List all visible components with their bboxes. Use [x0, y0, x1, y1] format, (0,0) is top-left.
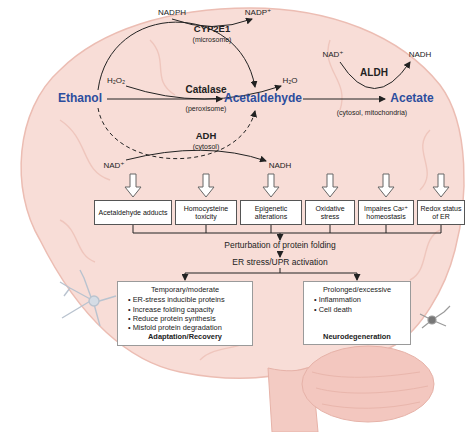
label: Ethanol — [58, 92, 102, 105]
node-text: • Inflammation — [310, 295, 404, 304]
label: H₂O₂ — [107, 77, 125, 86]
brain-sulci — [60, 40, 440, 360]
effect-box: Acetaldehyde adducts — [94, 200, 172, 225]
node-text: Adaptation/Recovery — [124, 332, 246, 341]
neuron-body — [89, 296, 99, 306]
neuron-damaged — [420, 306, 450, 328]
node-text: Redox status of ER — [420, 205, 462, 221]
node-text: Acetaldehyde adducts — [99, 209, 168, 217]
cerebellum — [302, 346, 434, 422]
label: NAD⁺ — [103, 162, 124, 171]
hollow-arrow — [198, 174, 214, 197]
label: CYP2E1 — [194, 24, 230, 34]
node-text: Homocysteine toxicity — [178, 205, 234, 221]
cofactor-arc — [340, 62, 410, 89]
node-text: • Increase folding capacity — [124, 305, 246, 314]
label: NADP⁺ — [245, 9, 271, 18]
cerebellum-folds — [312, 372, 428, 408]
brain-cerebrum — [21, 8, 464, 379]
node-text: Prolonged/excessive — [310, 285, 404, 294]
node-text: • Misfold protein degradation — [124, 323, 246, 332]
label: (peroxisome) — [186, 105, 227, 113]
node-text: Impaires Ca²⁺ homeostasis — [361, 205, 411, 221]
hollow-arrows — [125, 174, 449, 197]
node-text: Neurodegeneration — [310, 332, 404, 341]
outcome-box: Prolonged/excessive• Inflammation• Cell … — [303, 281, 411, 345]
effect-box: Oxidative stress — [305, 200, 355, 225]
hollow-arrow — [125, 174, 141, 197]
outcome-box: Temporary/moderate• ER-stress inducible … — [117, 281, 253, 346]
label: Perturbation of protein folding — [224, 241, 336, 250]
node-text: • ER-stress inducible proteins — [124, 295, 246, 304]
effect-box: Epigenetic alterations — [240, 200, 302, 225]
label: (microsome) — [193, 36, 232, 44]
neuron-dendrites — [420, 306, 450, 328]
node-text: Temporary/moderate — [124, 285, 246, 294]
effect-box: Redox status of ER — [417, 200, 465, 225]
label: Acetate — [390, 92, 433, 105]
effect-box: Impaires Ca²⁺ homeostasis — [358, 200, 414, 225]
neuron-body — [428, 316, 436, 324]
hollow-arrow — [263, 174, 279, 197]
node-text: • Cell death — [310, 305, 404, 314]
node-text: Oxidative stress — [308, 205, 352, 221]
label: ALDH — [360, 67, 388, 78]
label: ADH — [196, 131, 217, 141]
node-text: • Reduce protein synthesis — [124, 314, 246, 323]
flow-arrow — [280, 233, 281, 240]
cofactor-arc — [126, 150, 266, 161]
label: NADH — [409, 51, 432, 60]
flow-arrow — [280, 252, 281, 257]
neuron-dendrites — [60, 270, 116, 326]
label: NADH — [269, 162, 292, 171]
effect-box: Homocysteine toxicity — [175, 200, 237, 225]
bracket — [133, 225, 441, 233]
cyp2e1-arc — [98, 22, 255, 90]
label: (cytosol) — [193, 143, 219, 151]
label: NADPH — [158, 9, 186, 18]
node-text: Epigenetic alterations — [243, 205, 299, 221]
label: ER stress/UPR activation — [232, 258, 327, 267]
hollow-arrow — [322, 174, 338, 197]
label: Catalase — [185, 84, 226, 95]
label: (cytosol, mitochondria) — [337, 109, 407, 117]
label: Acetaldehyde — [224, 92, 302, 105]
label: H₂O — [282, 77, 297, 86]
neuron-healthy — [60, 270, 116, 326]
split-arrow — [185, 268, 280, 280]
split-arrow — [280, 273, 357, 280]
label: NAD⁺ — [322, 51, 343, 60]
hollow-arrow — [433, 174, 449, 197]
hollow-arrow — [378, 174, 394, 197]
aldh-arrow — [303, 99, 385, 100]
